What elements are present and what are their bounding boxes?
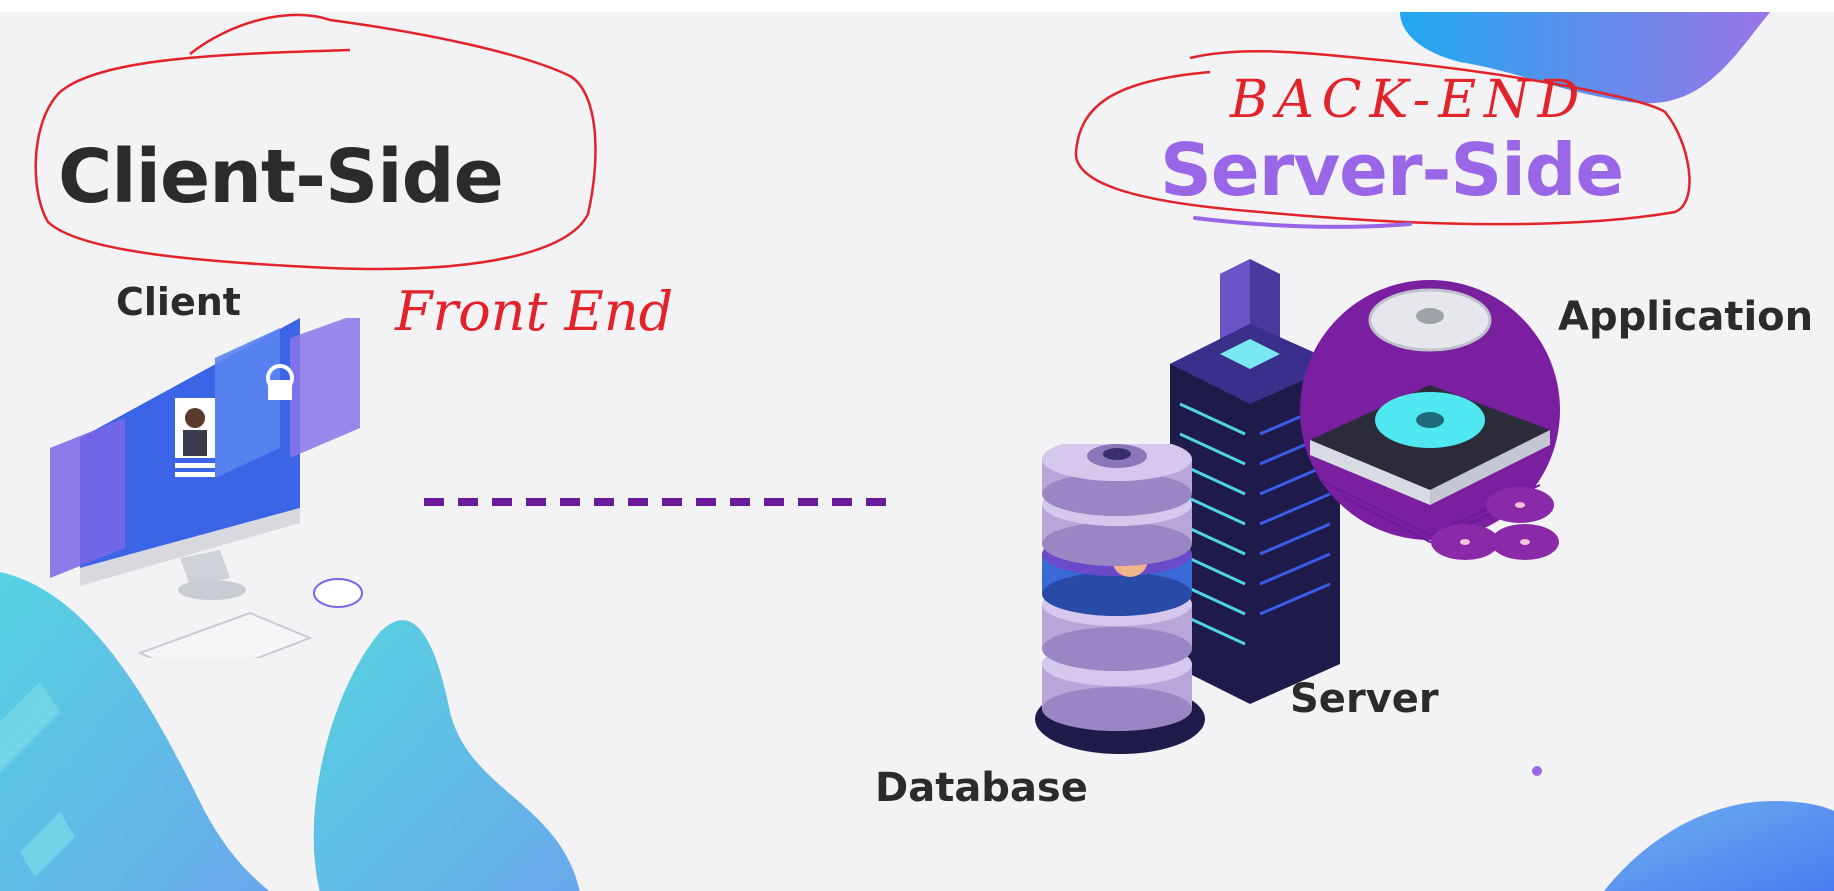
client-label: Client [116, 280, 241, 324]
decorative-blob-bottom-right [1604, 801, 1834, 891]
slide-background: Client-Side Server-Side Client Applicati… [0, 12, 1834, 891]
gear-icon [1368, 288, 1492, 352]
back-end-annotation: BACK-END [1230, 70, 1588, 130]
client-side-title: Client-Side [58, 134, 504, 220]
decorative-dot [1532, 766, 1542, 776]
dashed-connector [424, 498, 900, 506]
annotation-strokes [34, 13, 1691, 271]
computer-icon [50, 318, 363, 658]
front-end-annotation: Front End [395, 280, 674, 343]
server-side-title: Server-Side [1160, 128, 1624, 212]
decorative-blob-bottom-left [0, 572, 580, 891]
database-icon [1035, 444, 1205, 754]
server-label: Server [1290, 676, 1439, 722]
database-label: Database [875, 765, 1088, 811]
decorative-blob-top-right [1400, 12, 1770, 104]
application-label: Application [1558, 294, 1814, 340]
application-chip-icon [1300, 280, 1560, 560]
